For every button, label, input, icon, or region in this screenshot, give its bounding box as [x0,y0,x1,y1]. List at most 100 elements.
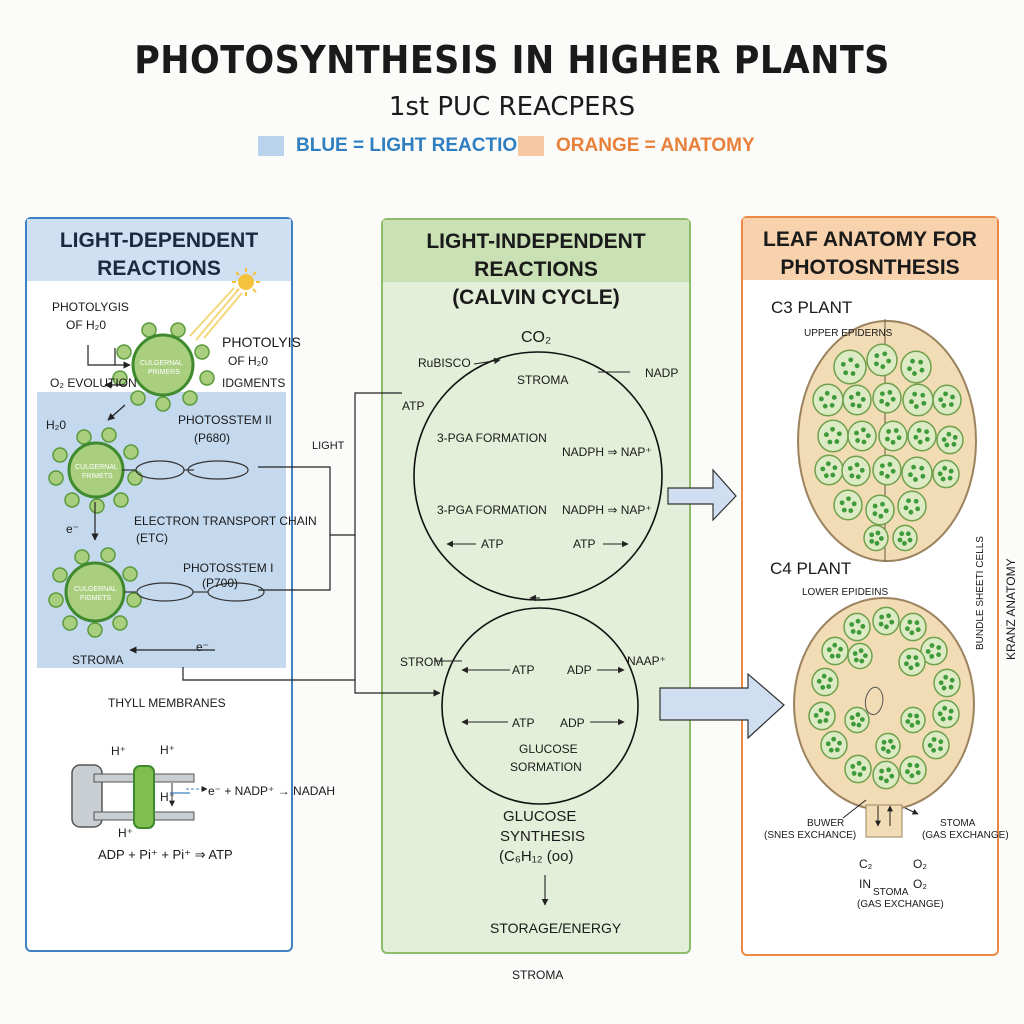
chloroplast [879,463,885,469]
chloroplast [951,441,957,447]
chloroplast [882,351,888,357]
chloroplast [869,532,875,538]
chloroplast [836,431,842,437]
chloroplast [849,715,855,721]
chloroplast [947,475,953,481]
mesophyll-cell [833,349,867,385]
h-plus-label-3: H⁺ [160,790,175,804]
c2-label: C₂ [859,857,873,871]
chloroplast [909,630,915,636]
chloroplast [890,439,896,445]
chloroplast [936,652,941,658]
chloroplast [893,428,899,433]
chloroplast [818,396,824,402]
chloroplast [905,769,910,775]
etc-label-1: ELECTRON TRANSPORT CHAIN [134,514,317,528]
chloroplast [886,767,892,773]
chloroplast [913,434,919,440]
chloroplast [835,653,841,659]
mesophyll-cell [892,524,918,552]
light-reactions-header: LIGHT-DEPENDENT REACTIONS [27,219,291,281]
chloroplast [879,391,885,397]
atp-left-label: ATP [402,399,425,413]
ps-low-label-2: FIGMETS [80,595,112,602]
chloroplast [829,653,835,659]
chloroplast [857,772,863,777]
chloroplast [828,747,834,753]
chloroplast [890,396,896,402]
chloroplast [821,673,827,679]
chloroplast [918,359,924,365]
chloroplast [919,465,925,471]
mesophyll-cell [922,730,950,760]
ps1-label-1: PHOTOSSTEM I [183,561,274,575]
mesophyll-cell [900,350,932,384]
chloroplast [823,473,829,479]
chloroplast [878,621,884,627]
mesophyll-cell [875,732,901,760]
stoma-bottom-label-2: (GAS EXCHANGE) [857,899,944,910]
mesophyll-cell [899,612,927,642]
chloroplast [860,624,866,629]
chloroplast [825,741,831,747]
calvin-cycle-header: LIGHT-INDEPENDENT REACTIONS (CALVIN CYCL… [383,220,689,309]
chloroplast [852,651,858,656]
mesophyll-cell [932,384,962,416]
ps2-label-1: PHOTOSSTEM II [178,413,272,427]
etc-label-2: (ETC) [136,531,168,545]
chloroplast [886,429,892,434]
mesophyll-cell [821,636,849,666]
chloroplast [941,685,947,691]
calvin-cycle-panel [381,218,691,954]
mesophyll-cell [833,489,863,521]
mesophyll-cell [878,420,908,452]
chloroplast [861,439,867,445]
chloroplast [848,508,854,514]
pga-formation-label-2: 3-PGA FORMATION [437,503,547,517]
mesophyll-cell [843,612,871,642]
stoma-right-label-1: STOMA [940,818,976,829]
chloroplast [823,718,829,723]
chloroplast [849,473,855,479]
nadp-top-label: NADP [645,366,679,380]
chloroplast [950,394,955,400]
ps2-label-2: (P680) [194,431,231,445]
chloroplast [899,531,905,537]
page-subtitle: 1st PUC REACPERS [388,92,636,122]
chloroplast [914,763,920,769]
chloroplast [921,400,927,406]
chloroplast [907,619,913,625]
chloroplast [884,624,889,630]
chloroplast [905,719,911,724]
photolysis-label-right-2: OF H₂0 [228,354,268,368]
chloroplast [907,537,913,543]
nadph-label-1: NADPH ⇒ NAP⁺ [562,445,652,459]
chloroplast [944,442,950,448]
mesophyll-cell [811,667,839,697]
chloroplast [912,391,918,397]
leaf-title-2: PHOTOSNTHESIS [780,256,960,279]
chloroplast [879,470,885,476]
chloroplast [919,367,925,373]
mesophyll-cell [844,706,870,734]
chloroplast [854,363,860,369]
chloroplast [816,678,822,684]
chloroplast [890,468,896,474]
rubisco-label: RuBISCO [418,356,471,370]
mesophyll-cell [899,755,927,785]
chloroplast [931,747,936,753]
chloroplast [896,435,902,441]
chloroplast [943,674,949,680]
chloroplast [853,657,859,663]
chloroplast [947,715,953,721]
mesophyll-cell [900,706,926,734]
chloroplast [862,653,868,659]
light-reactions-title-1: LIGHT-DEPENDENT [59,229,259,252]
glucose-synthesis-label-1: GLUCOSE [503,808,577,825]
chloroplast [889,619,895,625]
chloroplast [907,762,913,768]
ps-mid-label-2: FRIMETS [82,473,113,480]
chloroplast [912,371,917,376]
atp-synthase [71,764,208,829]
nadp-equation: e⁻ + NADP⁺ → NADAH [208,784,336,798]
